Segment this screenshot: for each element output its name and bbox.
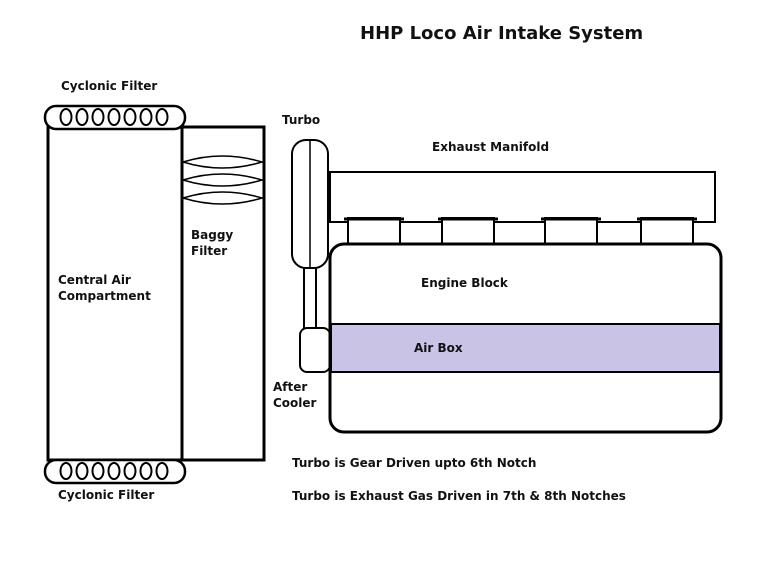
central-air-compartment-label: Central Air Compartment (58, 272, 151, 304)
engine-block-label: Engine Block (421, 276, 508, 290)
turbo-label: Turbo (282, 113, 321, 127)
after-cooler (299, 327, 331, 373)
turbo-to-aftercooler-pipe (303, 268, 317, 330)
cyclonic-filter-bottom-label: Cyclonic Filter (58, 488, 155, 502)
turbo (291, 139, 329, 269)
after-cooler-label: After Cooler (273, 379, 316, 411)
note-exhaust-driven: Turbo is Exhaust Gas Driven in 7th & 8th… (292, 489, 626, 503)
cyclonic-filter-top-label: Cyclonic Filter (61, 79, 158, 93)
diagram-title: HHP Loco Air Intake System (360, 23, 644, 44)
central-air-label-line2: Compartment (58, 289, 151, 303)
note-gear-driven: Turbo is Gear Driven upto 6th Notch (292, 456, 537, 470)
central-air-label-line1: Central Air (58, 273, 131, 287)
exhaust-manifold (329, 171, 716, 223)
baggy-filter-bags (180, 155, 265, 205)
exhaust-manifold-label: Exhaust Manifold (432, 140, 550, 154)
baggy-filter-label: Baggy Filter (191, 227, 233, 259)
air-box-label: Air Box (414, 341, 463, 355)
after-cooler-label-line2: Cooler (273, 396, 317, 410)
exhaust-ports (344, 217, 697, 245)
cyclonic-filter-bottom (43, 458, 187, 485)
after-cooler-label-line1: After (273, 380, 308, 394)
baggy-filter-label-line1: Baggy (191, 228, 234, 242)
baggy-filter-label-line2: Filter (191, 244, 228, 258)
cyclonic-filter-top (43, 104, 187, 131)
air-box (330, 323, 721, 373)
baggy-filter-housing (180, 125, 266, 462)
